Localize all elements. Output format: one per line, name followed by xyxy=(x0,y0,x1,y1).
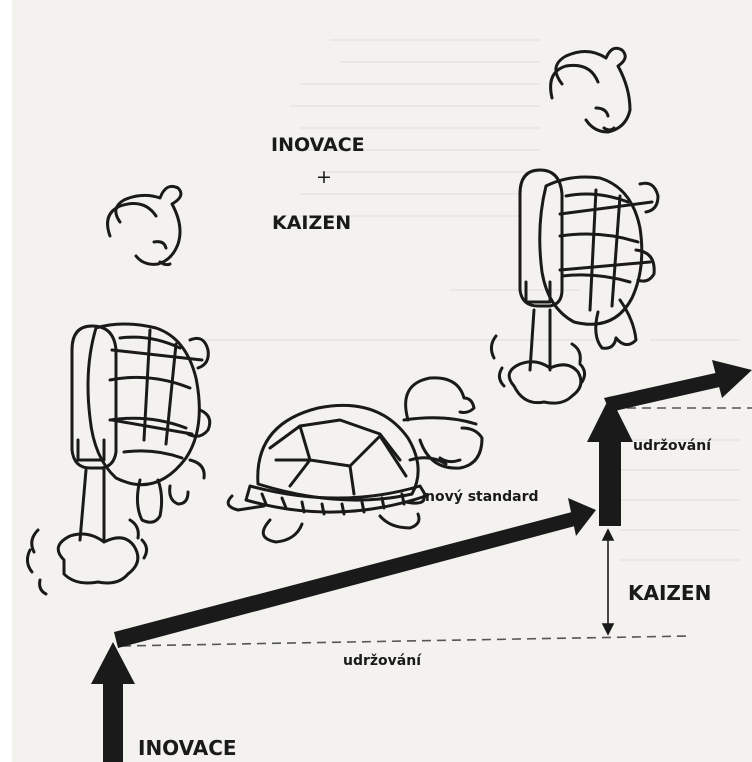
label-udrzovani-lower: udržování xyxy=(343,653,421,669)
kaizen-measure-arrow xyxy=(603,530,613,634)
label-udrzovani-upper: udržování xyxy=(633,438,711,454)
label-novy-standard: nový standard xyxy=(425,489,539,505)
turtle-walking xyxy=(228,378,482,542)
kaizen-slope-arrow xyxy=(114,498,596,648)
label-inovace-step: INOVACE xyxy=(138,736,237,760)
background-texture xyxy=(200,40,740,560)
title-kaizen: KAIZEN xyxy=(272,212,351,234)
kaizen-slope-arrow-upper xyxy=(604,360,752,412)
turtle-jetpack-right xyxy=(491,48,658,403)
title-inovace: INOVACE xyxy=(271,134,365,156)
innovation-arrow-upper xyxy=(587,396,633,526)
label-kaizen-step: KAIZEN xyxy=(628,581,711,605)
innovation-arrow-lower xyxy=(91,642,135,762)
turtle-jetpack-left xyxy=(27,186,209,594)
maintenance-level-lower xyxy=(122,636,690,646)
title-plus: + xyxy=(316,166,332,188)
